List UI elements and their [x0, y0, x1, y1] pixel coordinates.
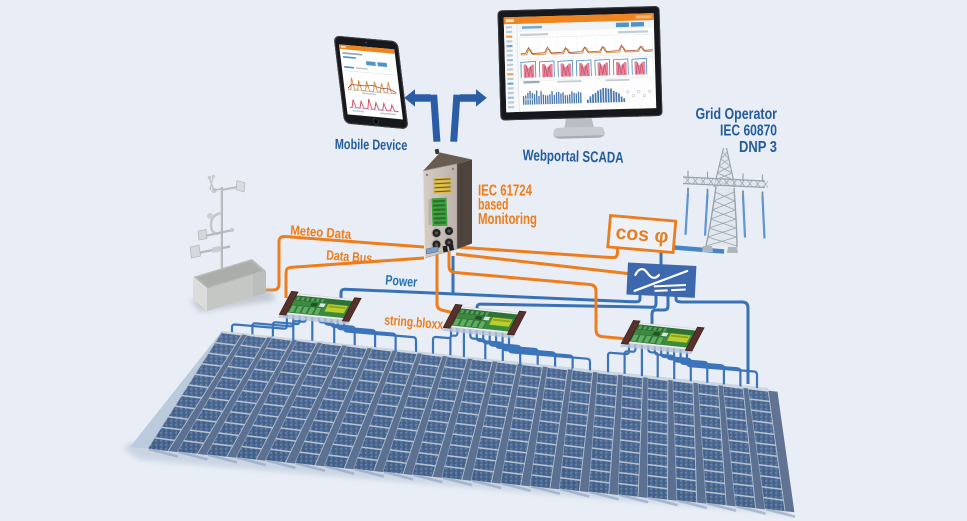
svg-text:Power: Power: [385, 272, 419, 290]
svg-text:Grid Operator: Grid Operator: [696, 106, 778, 123]
svg-text:Monitoring: Monitoring: [478, 211, 537, 228]
svg-text:IEC 61724: IEC 61724: [478, 182, 532, 199]
svg-text:Data Bus: Data Bus: [326, 248, 373, 266]
svg-text:Webportal SCADA: Webportal SCADA: [522, 147, 623, 167]
svg-text:based: based: [478, 197, 509, 214]
svg-text:cos φ: cos φ: [615, 222, 670, 248]
svg-text:DNP 3: DNP 3: [739, 139, 777, 156]
svg-text:string.bloxx: string.bloxx: [384, 312, 444, 333]
svg-text:IEC 60870: IEC 60870: [720, 122, 777, 139]
svg-text:Meteo Data: Meteo Data: [290, 223, 352, 242]
svg-text:Mobile Device: Mobile Device: [335, 137, 408, 154]
